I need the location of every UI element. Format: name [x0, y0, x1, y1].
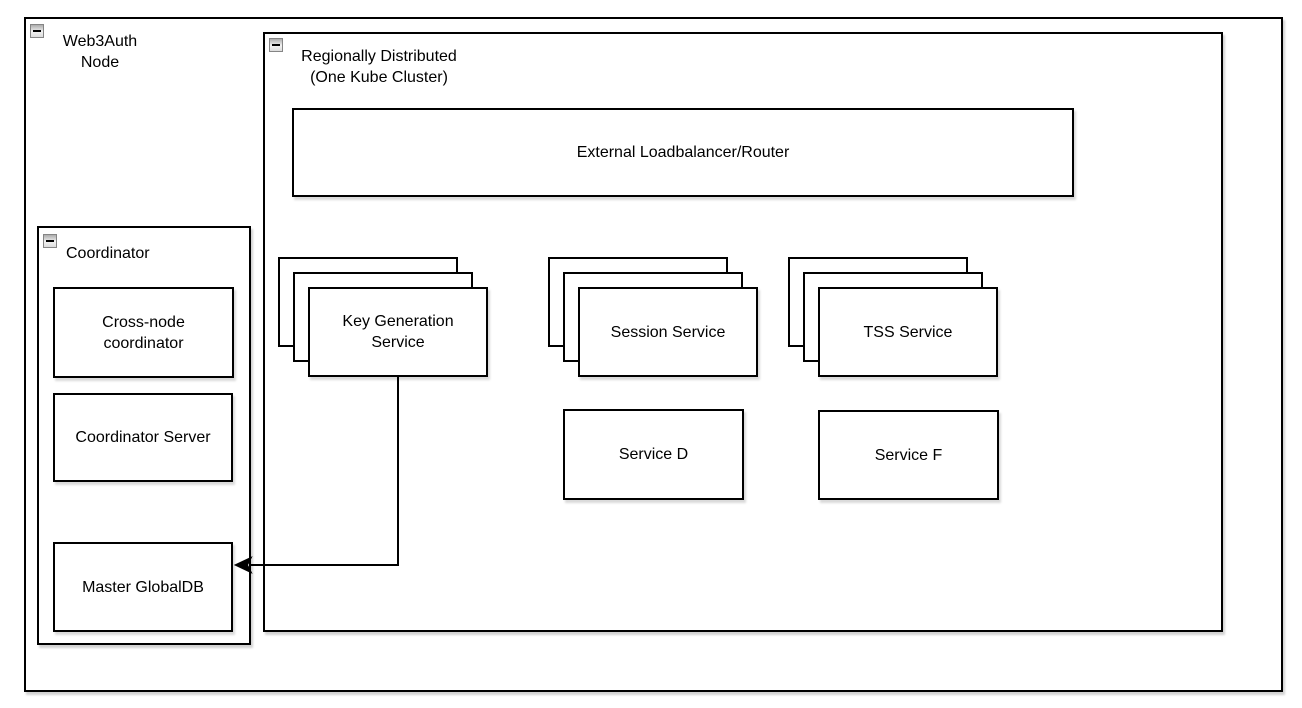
node-cross-node-coordinator: Cross-node coordinator: [53, 287, 234, 378]
regionally-distributed-label: Regionally Distributed (One Kube Cluster…: [301, 48, 457, 86]
minus-icon[interactable]: [43, 234, 57, 248]
node-tss-service: TSS Service: [818, 287, 998, 377]
node-session-service-stack: Session Service: [548, 257, 758, 377]
web3auth-node-label: Web3Auth Node: [62, 33, 138, 71]
node-service-d: Service D: [563, 409, 744, 500]
node-key-generation-service: Key Generation Service: [308, 287, 488, 377]
coordinator-label: Coordinator: [66, 245, 150, 262]
node-external-loadbalancer: External Loadbalancer/Router: [292, 108, 1074, 197]
node-key-generation-service-stack: Key Generation Service: [278, 257, 488, 377]
node-tss-service-stack: TSS Service: [788, 257, 998, 377]
node-session-service: Session Service: [578, 287, 758, 377]
minus-icon[interactable]: [30, 24, 44, 38]
node-coordinator-server: Coordinator Server: [53, 393, 233, 482]
node-service-f: Service F: [818, 410, 999, 500]
minus-icon[interactable]: [269, 38, 283, 52]
node-master-globaldb: Master GlobalDB: [53, 542, 233, 632]
